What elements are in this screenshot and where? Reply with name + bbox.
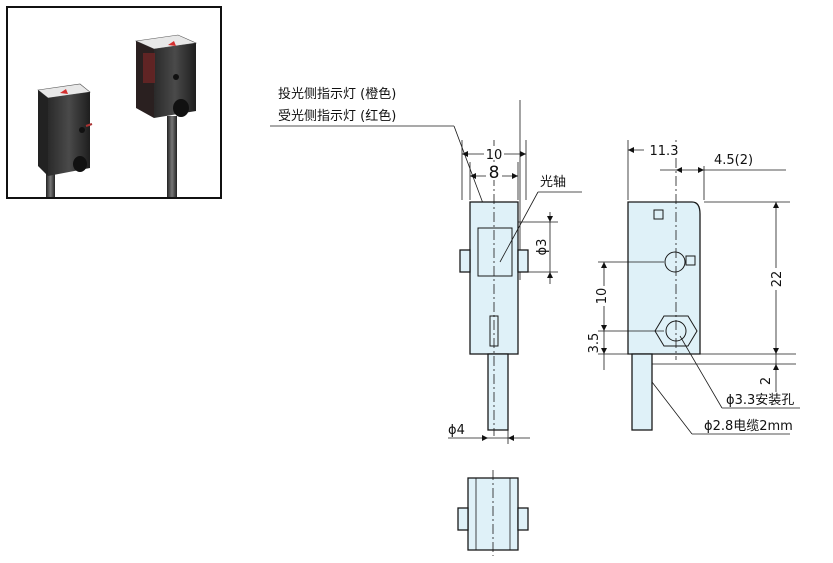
front-view (459, 140, 529, 436)
side-indicator-top (653, 209, 664, 220)
side-lens-circle (664, 251, 686, 273)
mounting-hole-leader (679, 335, 723, 409)
height-dim: 22 (770, 271, 785, 288)
side-view (627, 140, 701, 431)
mounting-hole-label: ϕ3.3安装孔 (726, 393, 794, 408)
cable-label: ϕ2.8电缆2mm (704, 418, 793, 434)
depth-dim: 11.3 (650, 144, 679, 159)
offset-dim: 4.5(2) (714, 153, 753, 168)
product-photo (6, 6, 222, 199)
receiver-indicator-label: 受光侧指示灯 (红色) (278, 108, 396, 124)
bottom-gap-dim: 2 (759, 377, 774, 385)
hole-pitch-dim: 10 (595, 288, 610, 305)
bottom-view (457, 470, 529, 556)
optical-axis-label: 光轴 (540, 175, 566, 190)
front-right-tab (517, 249, 529, 273)
width-outer-dim: 10 (486, 148, 503, 163)
side-cable (631, 353, 653, 431)
bottom-left-tab (457, 507, 469, 531)
width-inner-dim: 8 (489, 163, 500, 183)
front-body (469, 201, 519, 355)
optical-axis-leader (499, 191, 539, 263)
cable-dia-dim: ϕ4 (448, 423, 465, 438)
lens-window (477, 227, 513, 277)
sensor-photo-image (37, 34, 198, 197)
cable-leader (651, 381, 693, 435)
side-indicator-mid (685, 255, 696, 266)
bottom-right-tab (517, 507, 529, 531)
lens-dia-dim: ϕ3 (535, 239, 550, 256)
front-cable (487, 353, 509, 431)
front-left-tab (459, 249, 471, 273)
emitter-indicator-label: 投光侧指示灯 (橙色) (278, 86, 396, 102)
hole-offset-dim: 3.5 (587, 333, 602, 354)
